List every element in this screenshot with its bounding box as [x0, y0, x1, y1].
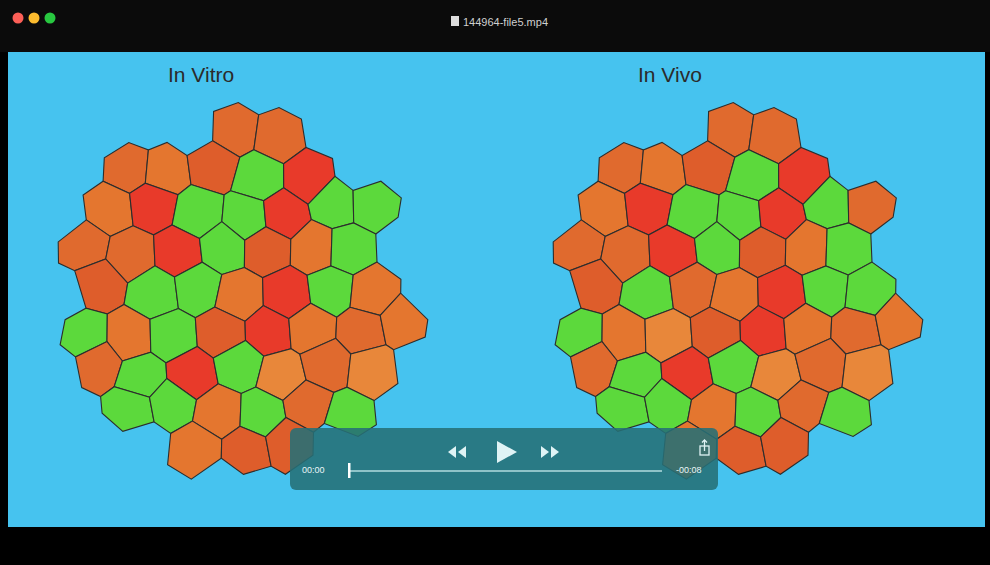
control-icons — [448, 441, 559, 463]
cell-polygon — [380, 293, 428, 350]
cell-polygon — [716, 426, 766, 474]
forward-icon — [541, 446, 549, 458]
minimize-button — [29, 13, 40, 24]
video-ground — [8, 52, 985, 527]
cell-polygon — [875, 293, 923, 350]
cell-polygon — [221, 426, 271, 474]
forward-icon — [551, 446, 559, 458]
rewind-icon — [448, 446, 456, 458]
cell-polygon — [761, 418, 809, 475]
playhead — [348, 463, 351, 478]
cell-polygon — [101, 387, 155, 432]
cell-polygon — [290, 220, 332, 276]
close-button — [13, 13, 24, 24]
play-icon — [497, 441, 517, 463]
cell-polygon — [596, 387, 650, 432]
voronoi-cells — [58, 103, 923, 480]
share-arrowhead — [702, 440, 707, 443]
remaining-time: -00:08 — [676, 466, 702, 475]
panel-heading: In Vivo — [638, 64, 702, 85]
cell-polygon — [168, 421, 222, 479]
cell-polygon — [570, 259, 623, 314]
file-icon — [451, 16, 459, 26]
share-icon — [700, 440, 709, 455]
title-bar — [0, 0, 990, 52]
progress-track — [350, 470, 662, 472]
cell-polygon — [785, 220, 827, 276]
window-title: 144964-file5.mp4 — [463, 17, 548, 28]
cell-polygon — [75, 259, 128, 314]
control-overlay — [290, 428, 718, 490]
cell-polygon — [819, 387, 871, 436]
rewind-icon — [458, 446, 466, 458]
elapsed-time: 00:00 — [302, 466, 325, 475]
panel-heading: In Vitro — [168, 64, 234, 85]
share-arrow — [704, 440, 705, 451]
zoom-button — [45, 13, 56, 24]
